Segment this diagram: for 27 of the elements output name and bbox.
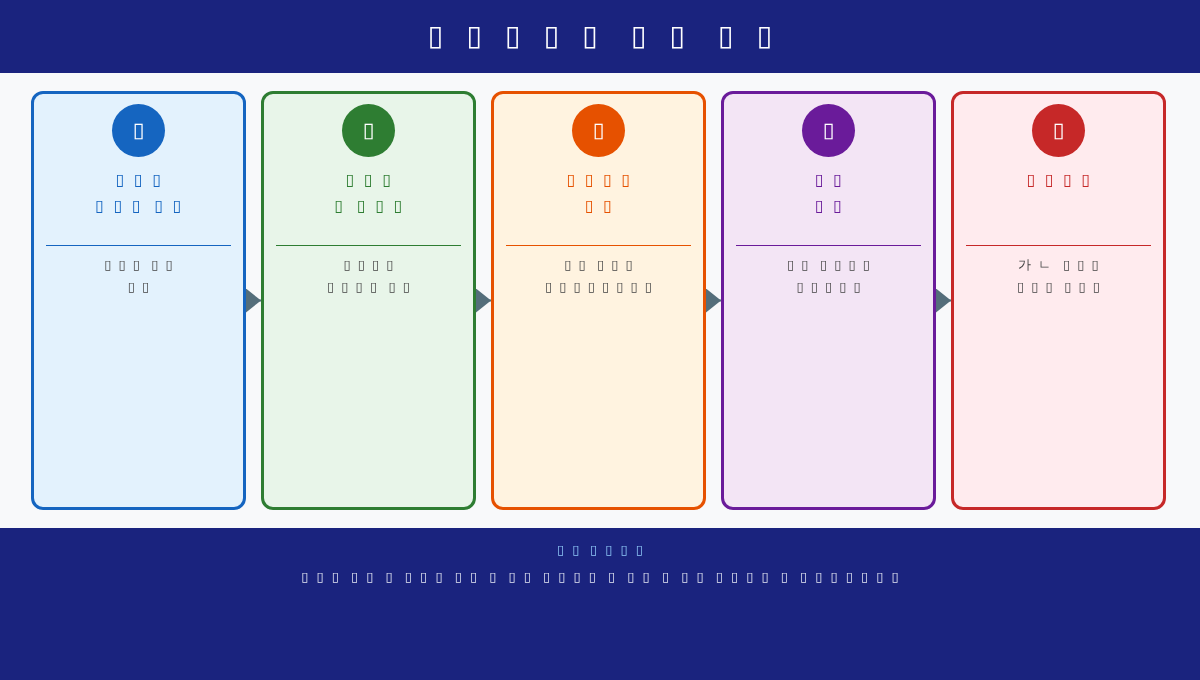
step-card	[261, 91, 476, 510]
step-description: ▯▯ ▯▯▯▯ ▯▯▯▯▯	[786, 256, 877, 296]
step-card	[951, 91, 1166, 510]
step-circle: ▯	[342, 104, 395, 157]
step-title: ▯▯ ▯▯	[813, 169, 852, 217]
arrow	[245, 288, 262, 313]
step-title: ▯▯▯▯ ▯▯	[565, 169, 640, 217]
step-title: ▯▯▯ ▯▯▯ ▯▯	[94, 169, 192, 217]
step-title: ▯▯▯▯	[1025, 169, 1100, 191]
step-card	[31, 91, 246, 510]
footer-text: ▯▯▯ ▯▯ ▯ ▯▯▯ ▯▯ ▯ ▯▯ ▯▯▯▯ ▯ ▯▯ ▯ ▯▯ ▯▯▯▯ ▯ ▯▯▯▯▯▯▯	[300, 568, 907, 586]
step-circle: ▯	[802, 104, 855, 157]
step-circle: ▯	[112, 104, 165, 157]
arrow	[705, 288, 722, 313]
step-circle: ▯	[572, 104, 625, 157]
title: ▯▯▯▯▯ ▯▯ ▯▯	[426, 18, 796, 54]
step-card	[491, 91, 706, 510]
step-circle: ▯	[1032, 104, 1085, 157]
step-description: ▯▯ ▯▯▯ ▯▯▯▯▯▯▯▯	[544, 256, 660, 296]
step-description: ▯▯▯▯ ▯▯▯▯ ▯▯	[326, 256, 417, 296]
step-description: 가ㄴ ▯▯▯ ▯▯▯ ▯▯▯	[1016, 256, 1107, 296]
step-card	[721, 91, 936, 510]
step-title: ▯▯▯ ▯ ▯▯▯	[333, 169, 412, 217]
arrow	[935, 288, 952, 313]
footer-heading: ▯▯ ▯▯▯▯	[556, 541, 652, 559]
step-description: ▯▯▯ ▯▯ ▯▯	[103, 256, 180, 296]
arrow	[475, 288, 492, 313]
